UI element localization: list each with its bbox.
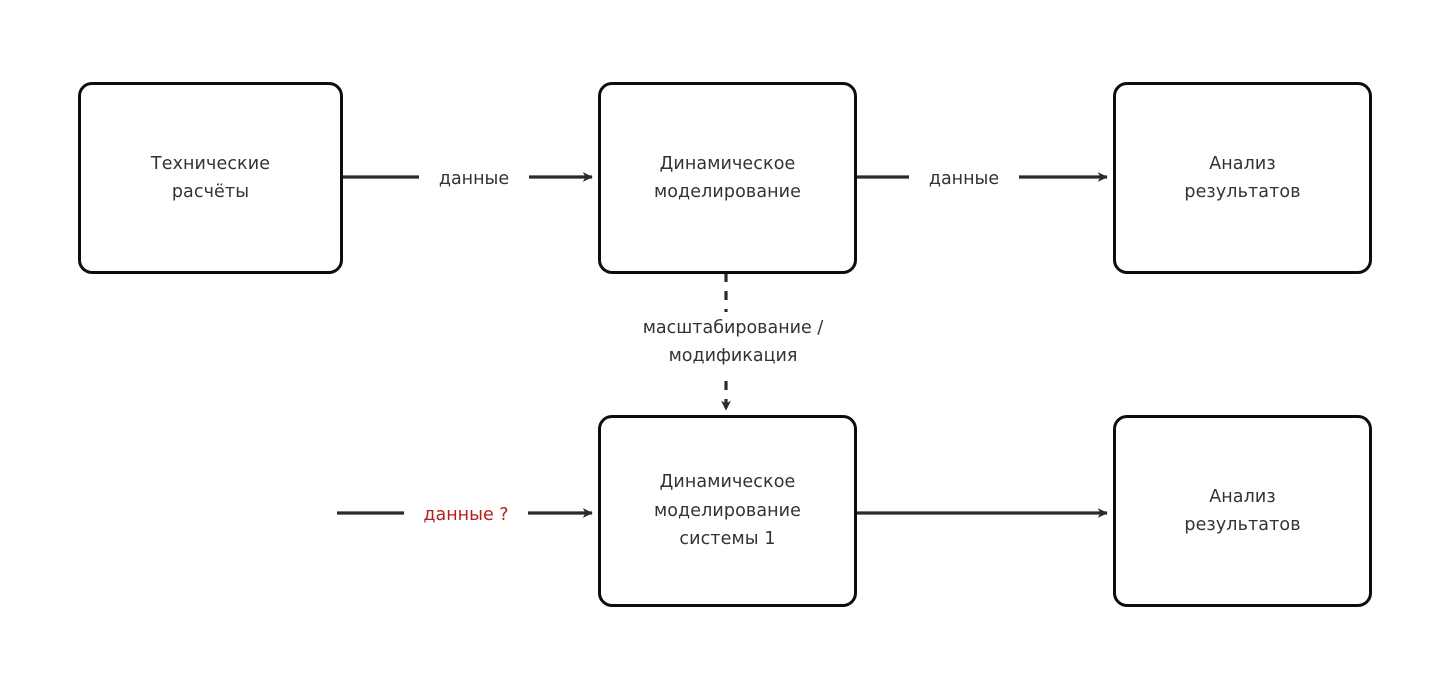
node-dynamic-modeling-system-1[interactable]: Динамическое моделирование системы 1 xyxy=(598,415,857,607)
edge-label-unknown-to-system1: данные ? xyxy=(404,501,528,530)
node-tech-calc-label: Технические расчёты xyxy=(150,153,271,202)
edge-label-tech-to-model: данные xyxy=(419,165,529,194)
edge-label-model-to-system1: масштабирование / модификация xyxy=(603,312,863,373)
node-dynamic-modeling-label: Динамическое моделирование xyxy=(653,153,802,202)
edge-label-model-to-analysis: данные xyxy=(909,165,1019,194)
node-results-analysis-bottom[interactable]: Анализ результатов xyxy=(1113,415,1372,607)
node-dynamic-modeling[interactable]: Динамическое моделирование xyxy=(598,82,857,274)
node-dynamic-modeling-system-1-label: Динамическое моделирование системы 1 xyxy=(653,472,802,550)
node-results-analysis-top[interactable]: Анализ результатов xyxy=(1113,82,1372,274)
node-tech-calc[interactable]: Технические расчёты xyxy=(78,82,343,274)
node-results-analysis-bottom-label: Анализ результатов xyxy=(1184,486,1301,535)
node-results-analysis-top-label: Анализ результатов xyxy=(1184,153,1301,202)
